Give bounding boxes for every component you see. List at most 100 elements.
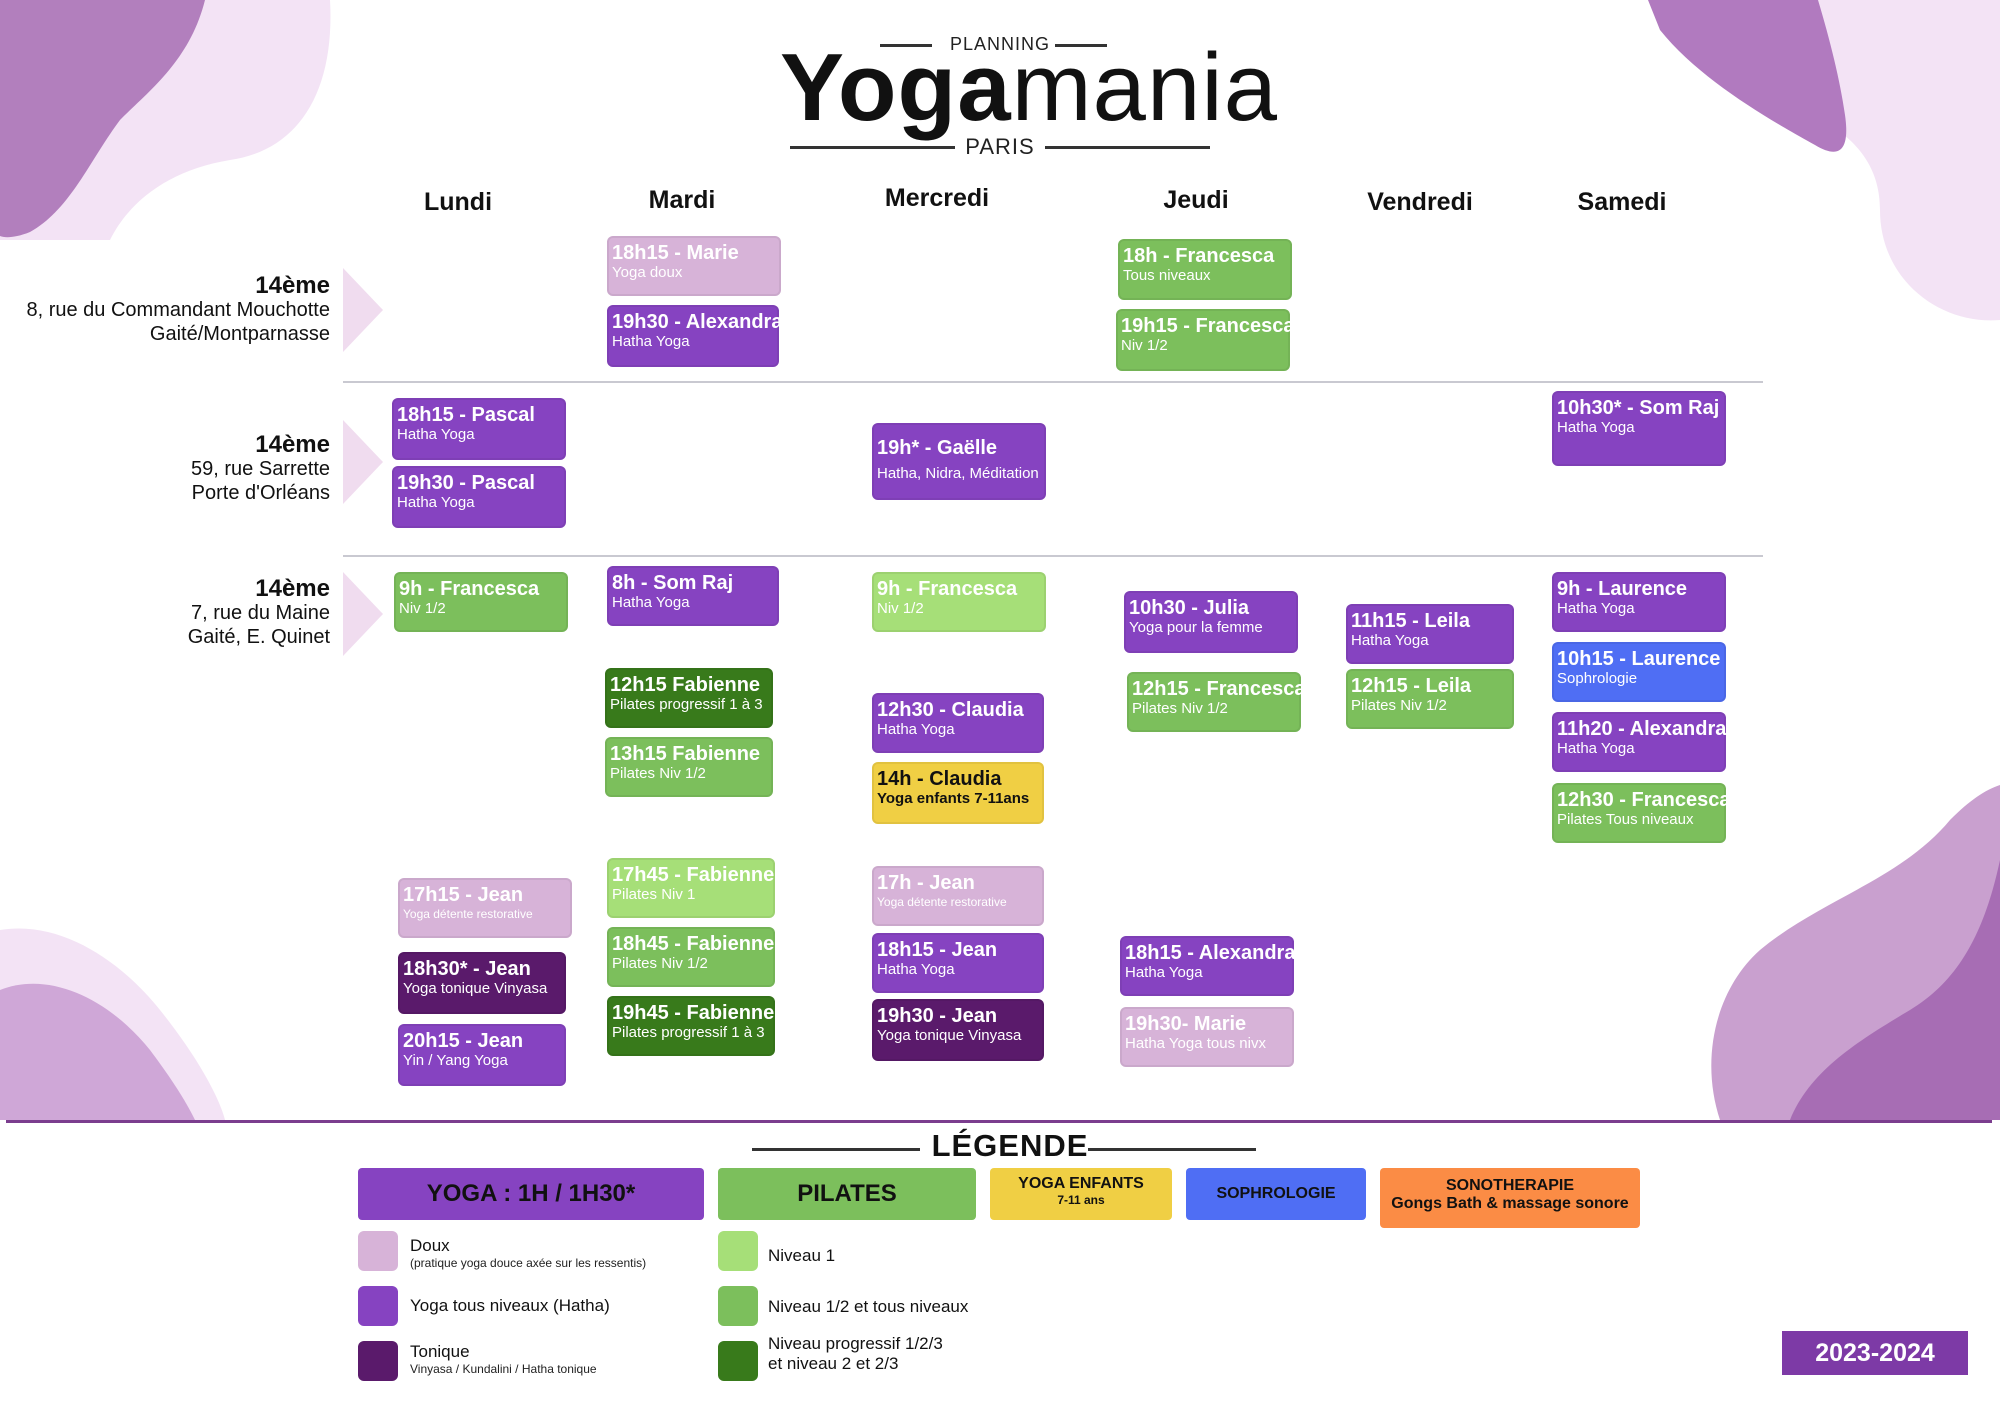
class-style: Hatha Yoga bbox=[877, 961, 955, 978]
day-header-samedi: Samedi bbox=[1577, 188, 1667, 216]
legend-label: YOGA ENFANTS bbox=[1018, 1175, 1144, 1192]
location-area: Gaité/Montparnasse bbox=[149, 323, 330, 345]
class-style: Pilates Niv 1/2 bbox=[1132, 700, 1228, 717]
legend-sub: 7-11 ans bbox=[1057, 1193, 1105, 1207]
brand-light: mania bbox=[1011, 34, 1279, 141]
swatch-tonique bbox=[358, 1341, 398, 1381]
day-header-mercredi: Mercredi bbox=[884, 184, 990, 212]
class-time-teacher: 19h30 - Jean bbox=[877, 1005, 998, 1027]
legend-item-progressif: Niveau progressif 1/2/3 et niveau 2 et 2… bbox=[768, 1334, 943, 1374]
class-style: Hatha Yoga bbox=[1557, 740, 1635, 757]
class-time-teacher: 10h30* - Som Raj bbox=[1557, 397, 1720, 419]
legend-yoga-enfants: YOGA ENFANTS 7-11 ans bbox=[990, 1168, 1172, 1220]
legend-item-hatha: Yoga tous niveaux (Hatha) bbox=[410, 1296, 610, 1315]
location-area: Porte d'Orléans bbox=[191, 482, 330, 504]
location-arrondissement: 14ème bbox=[255, 575, 330, 602]
class-time-teacher: 9h - Laurence bbox=[1557, 578, 1688, 600]
class-style: Yoga pour la femme bbox=[1129, 619, 1263, 636]
class-style: Yoga détente restorative bbox=[877, 895, 1007, 909]
legend-item-niveau12: Niveau 1/2 et tous niveaux bbox=[768, 1297, 969, 1316]
location-arrondissement: 14ème bbox=[255, 431, 330, 458]
city-label: PARIS bbox=[965, 134, 1035, 159]
swatch-niveau1 bbox=[718, 1231, 758, 1271]
location-arrondissement: 14ème bbox=[255, 272, 330, 299]
location-address: 8, rue du Commandant Mouchotte bbox=[26, 299, 330, 321]
class-style: Niv 1/2 bbox=[877, 600, 924, 617]
row-divider bbox=[343, 555, 1763, 557]
swatch-doux bbox=[358, 1231, 398, 1271]
class-style: Niv 1/2 bbox=[399, 600, 446, 617]
class-time-teacher: 19h15 - Francesca bbox=[1121, 315, 1290, 337]
location-mouchotte: 14ème 8, rue du Commandant Mouchotte Gai… bbox=[0, 274, 330, 346]
class-time-teacher: 11h20 - Alexandra bbox=[1557, 718, 1726, 740]
class-time-teacher: 17h45 - Fabienne bbox=[612, 864, 775, 886]
city-dash-right bbox=[1045, 146, 1210, 149]
legend-item-niveau1: Niveau 1 bbox=[768, 1246, 836, 1265]
day-header-vendredi: Vendredi bbox=[1367, 188, 1473, 216]
class-time-teacher: 12h15 - Francesca bbox=[1132, 678, 1301, 700]
class-style: Sophrologie bbox=[1557, 670, 1638, 687]
class-style: Pilates Tous niveaux bbox=[1557, 811, 1694, 828]
legend-label: Doux bbox=[410, 1236, 450, 1255]
class-style: Yoga doux bbox=[612, 264, 683, 281]
class-style: Hatha Yoga bbox=[1557, 600, 1635, 617]
class-style: Hatha Yoga bbox=[1557, 419, 1635, 436]
class-time-teacher: 12h15 - Leila bbox=[1351, 675, 1472, 697]
city-dash-left bbox=[790, 146, 955, 149]
legend-yoga: YOGA : 1H / 1H30* bbox=[358, 1168, 704, 1220]
legend-label: SONOTHERAPIE bbox=[1445, 1177, 1574, 1194]
day-header-jeudi: Jeudi bbox=[1163, 186, 1229, 214]
class-style: Tous niveaux bbox=[1123, 267, 1211, 284]
class-style: Hatha Yoga tous nivx bbox=[1125, 1035, 1266, 1052]
class-time-teacher: 17h15 - Jean bbox=[403, 884, 524, 906]
class-time-teacher: 17h - Jean bbox=[877, 872, 975, 894]
legend-label: Niveau progressif 1/2/3 bbox=[768, 1334, 943, 1353]
class-time-teacher: 19h30 - Alexandra bbox=[612, 311, 779, 333]
planning-label: PLANNING bbox=[949, 34, 1051, 54]
class-style: Pilates progressif 1 à 3 bbox=[612, 1024, 765, 1041]
swatch-hatha bbox=[358, 1286, 398, 1326]
class-style: Yoga tonique Vinyasa bbox=[403, 980, 548, 997]
class-time-teacher: 18h15 - Marie bbox=[612, 242, 739, 264]
swatch-niveau12 bbox=[718, 1286, 758, 1326]
class-time-teacher: 18h45 - Fabienne bbox=[612, 933, 775, 955]
class-style: Niv 1/2 bbox=[1121, 337, 1168, 354]
class-style: Hatha Yoga bbox=[1351, 632, 1429, 649]
day-header-lundi: Lundi bbox=[423, 188, 493, 216]
